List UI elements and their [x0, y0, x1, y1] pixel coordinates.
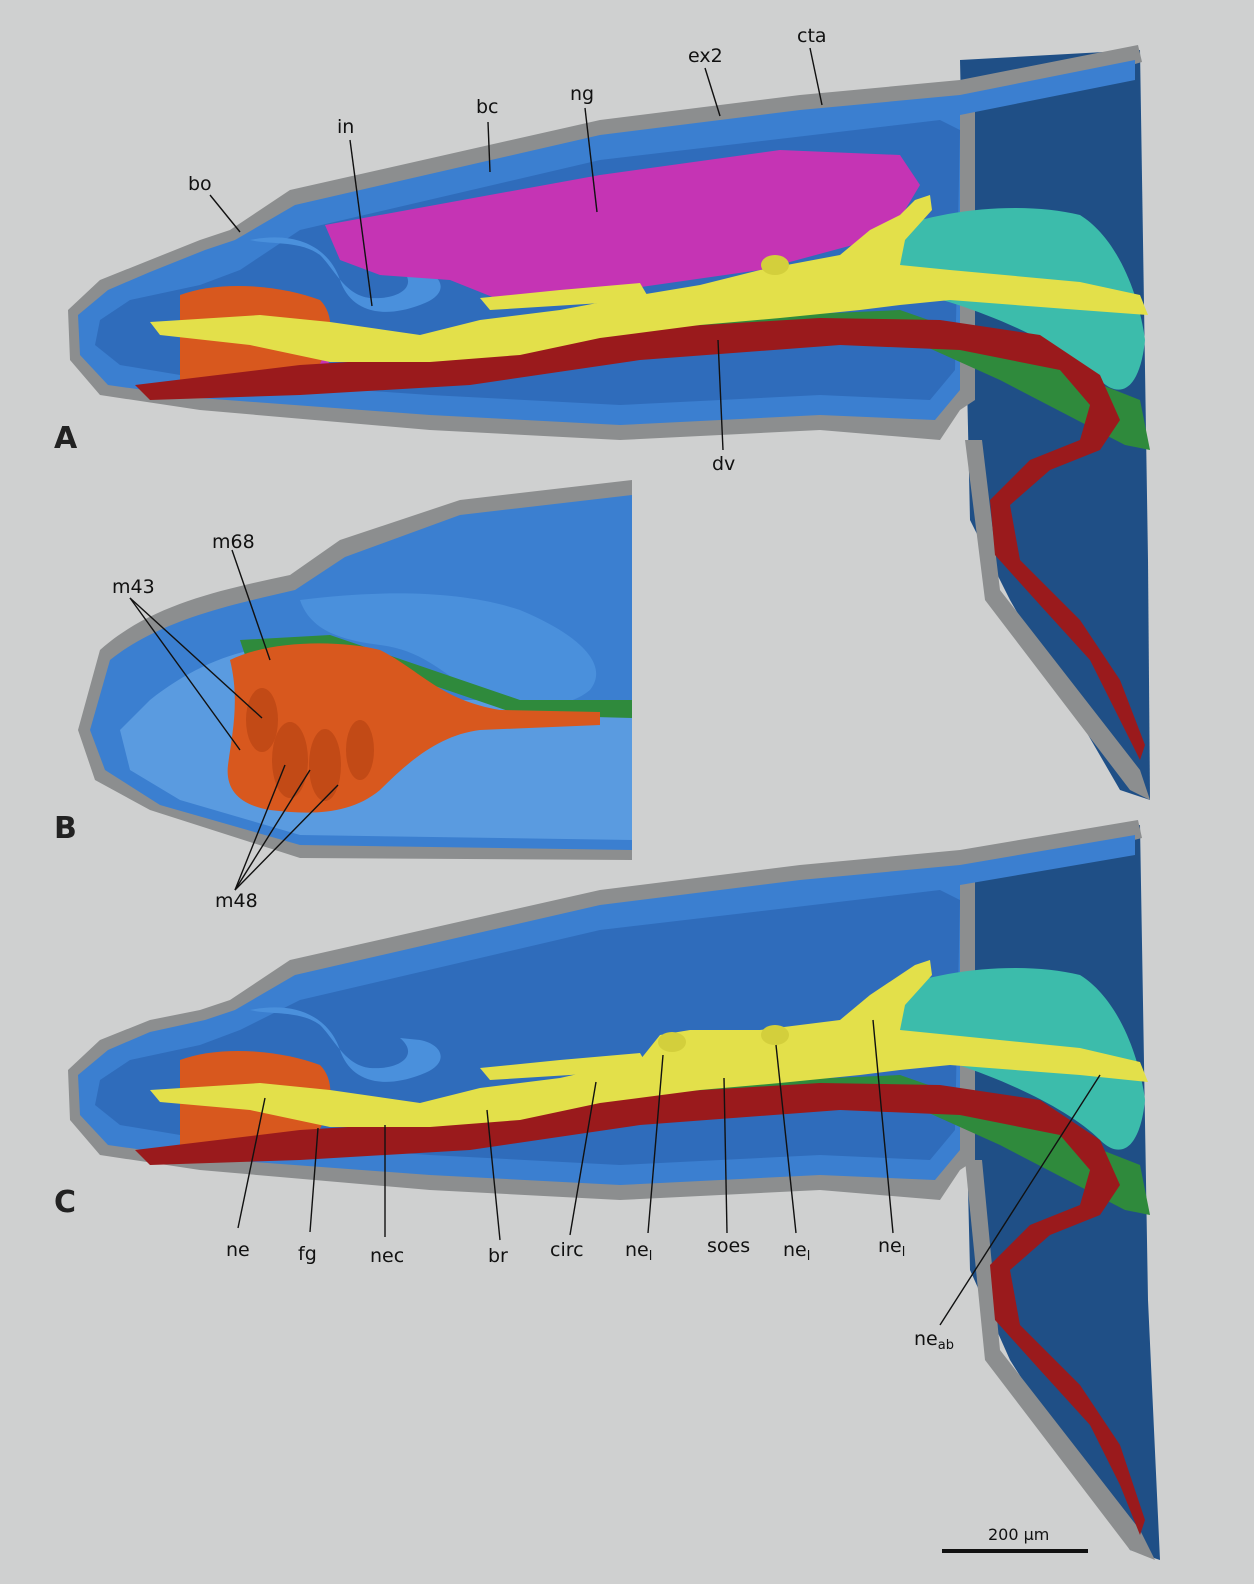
label-m48: m48 — [215, 890, 258, 912]
panel-b-muscle-bundle-4 — [346, 720, 374, 780]
label-ne-ab-sub: ab — [938, 1338, 954, 1353]
panel-a-letter: A — [54, 421, 78, 456]
scale-bar-line — [942, 1549, 1088, 1553]
panel-b-muscle-bundle-1 — [246, 688, 278, 752]
label-ne-l-3: nel — [878, 1235, 905, 1260]
label-ne-l-1-base: ne — [625, 1239, 649, 1261]
label-dv: dv — [712, 453, 735, 475]
label-ne-l-3-base: ne — [878, 1235, 902, 1257]
label-br: br — [488, 1245, 508, 1267]
panel-b-muscle-bundle-2 — [272, 722, 308, 798]
panel-c-lateral-node-2 — [761, 1025, 789, 1045]
label-soes: soes — [707, 1235, 750, 1257]
label-ne: ne — [226, 1239, 250, 1261]
label-cta: cta — [797, 25, 827, 47]
label-ne-l-1: nel — [625, 1239, 652, 1264]
label-ne-l-1-sub: l — [649, 1249, 653, 1264]
panel-a-lateral-node — [761, 255, 789, 275]
label-m68: m68 — [212, 531, 255, 553]
panel-c-letter: C — [54, 1185, 76, 1220]
label-nec: nec — [370, 1245, 404, 1267]
label-m43: m43 — [112, 576, 155, 598]
label-bo: bo — [188, 173, 212, 195]
scale-bar-label: 200 μm — [988, 1525, 1049, 1544]
label-ne-l-2: nel — [783, 1239, 810, 1264]
panel-b-muscle-bundle-3 — [309, 729, 341, 801]
label-fg: fg — [298, 1243, 317, 1265]
label-circ: circ — [550, 1239, 584, 1261]
panel-c-lateral-node-1 — [658, 1032, 686, 1052]
label-ex2: ex2 — [688, 45, 723, 67]
label-ne-ab-base: ne — [914, 1328, 938, 1350]
label-in: in — [337, 116, 354, 138]
label-ne-l-2-base: ne — [783, 1239, 807, 1261]
label-ne-l-2-sub: l — [807, 1249, 811, 1264]
label-ng: ng — [570, 83, 594, 105]
panel-b-letter: B — [54, 811, 77, 846]
label-bc: bc — [476, 96, 499, 118]
label-ne-l-3-sub: l — [902, 1245, 906, 1260]
panel-b: B — [54, 470, 632, 860]
